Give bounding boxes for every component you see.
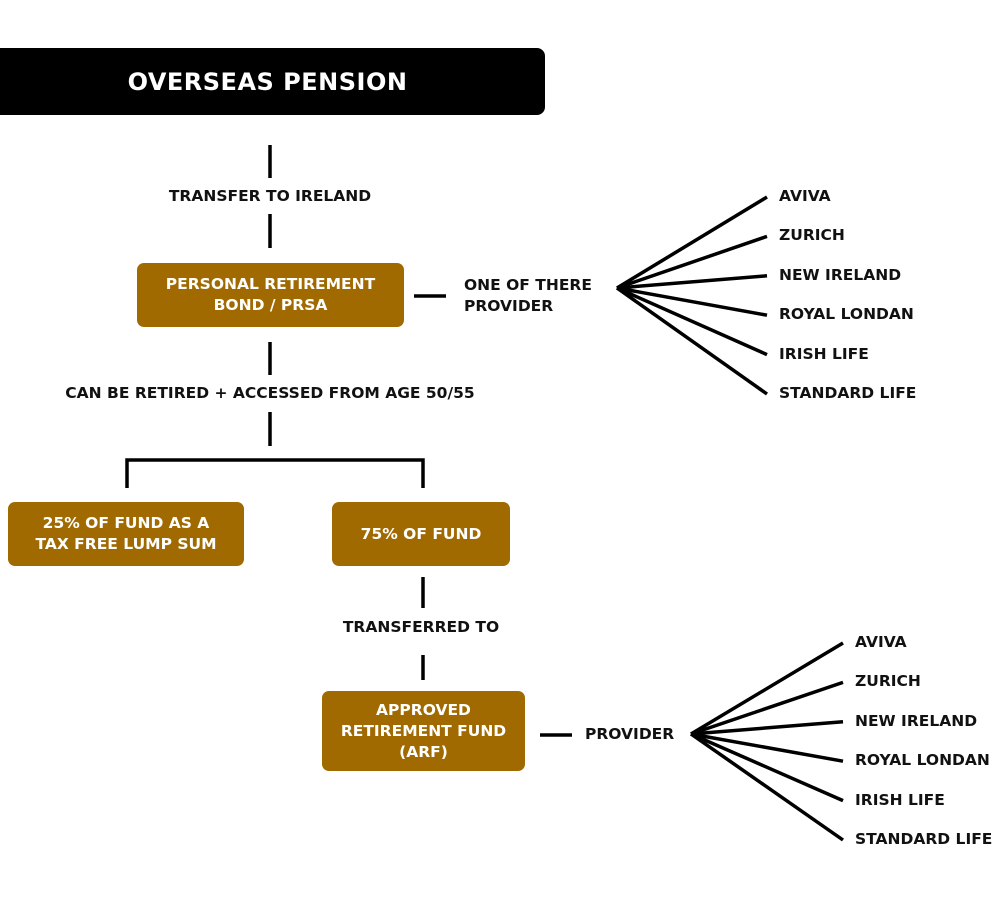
top-provider-item: STANDARD LIFE <box>779 384 917 402</box>
top-branch-line <box>615 286 769 396</box>
bottom-provider-item: ZURICH <box>855 672 921 691</box>
label-transferred-to: TRANSFERRED TO <box>342 618 500 636</box>
box-75-percent-fund: 75% OF FUND <box>332 502 510 566</box>
connector-split-bracket <box>125 458 425 488</box>
bottom-provider-item: STANDARD LIFE <box>855 830 993 848</box>
top-branch-line <box>616 195 768 290</box>
label-provider: PROVIDER <box>585 725 675 743</box>
bottom-branch-line <box>689 732 845 842</box>
top-provider-item: ZURICH <box>779 226 845 245</box>
box-tax-free-lump-sum: 25% OF FUND AS A TAX FREE LUMP SUM <box>8 502 244 566</box>
bottom-branch-line <box>690 732 844 803</box>
provider-fan-top <box>615 195 769 396</box>
top-branch-line <box>616 286 768 317</box>
top-provider-item: ROYAL LONDAN <box>779 305 914 324</box>
top-provider-item: AVIVA <box>779 187 831 205</box>
page-title: OVERSEAS PENSION <box>0 48 545 115</box>
box-approved-retirement-fund: APPROVED RETIREMENT FUND (ARF) <box>322 691 525 771</box>
label-transfer-to-ireland: TRANSFER TO IRELAND <box>168 187 372 205</box>
provider-fan-bottom <box>689 641 845 842</box>
label-access-age: CAN BE RETIRED + ACCESSED FROM AGE 50/55 <box>65 384 475 402</box>
bottom-branch-line <box>690 720 844 736</box>
top-branch-line <box>616 234 768 290</box>
top-branch-line <box>616 274 768 290</box>
top-provider-item: NEW IRELAND <box>779 265 902 284</box>
top-provider-item: IRISH LIFE <box>779 344 869 363</box>
bottom-branch-line <box>690 680 844 736</box>
bottom-provider-item: AVIVA <box>855 633 907 651</box>
bottom-branch-line <box>690 641 844 736</box>
bottom-provider-item: IRISH LIFE <box>855 790 945 809</box>
bottom-provider-item: ROYAL LONDAN <box>855 751 990 770</box>
box-personal-retirement-bond: PERSONAL RETIREMENT BOND / PRSA <box>137 263 404 327</box>
bottom-provider-item: NEW IRELAND <box>855 711 978 730</box>
top-branch-line <box>616 286 768 357</box>
label-one-of-these-providers: ONE OF THERE PROVIDER <box>464 276 592 315</box>
bottom-branch-line <box>690 732 844 763</box>
